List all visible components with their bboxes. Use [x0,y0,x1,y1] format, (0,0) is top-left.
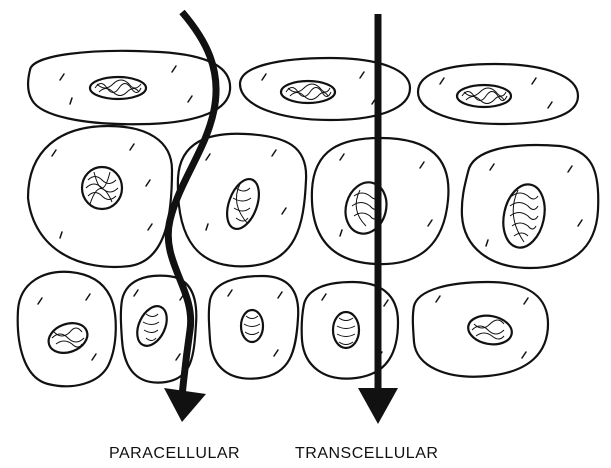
cell-top-left [28,51,230,124]
paracellular-arrowhead [164,388,206,422]
nucleus [333,312,359,348]
transcellular-label: TRANSCELLULAR [295,446,438,462]
cell-bottom-3 [209,276,298,379]
cell-bottom-4 [302,282,398,379]
transcellular-arrowhead [358,388,398,424]
cell-middle-1 [28,126,172,267]
cell-bottom-1 [18,272,116,386]
cell-middle-4 [462,145,598,268]
cell-bottom-5 [413,282,548,377]
paracellular-label: PARACELLULAR [109,446,240,462]
cell-top-right [418,64,578,124]
cell-top-middle [240,58,410,120]
